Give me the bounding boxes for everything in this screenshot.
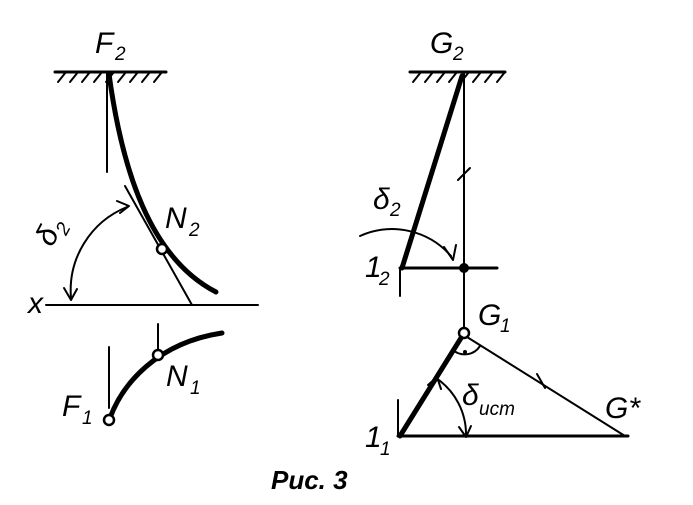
right-angle-marker bbox=[452, 345, 481, 356]
label-f1: F bbox=[62, 390, 82, 423]
label-g2: G bbox=[430, 27, 453, 60]
label-g1-sub: 1 bbox=[500, 316, 511, 337]
label-f2-sub: 2 bbox=[114, 44, 126, 65]
label-f2: F bbox=[95, 27, 115, 60]
segment-g1-gstar bbox=[466, 336, 626, 437]
segment-g2-12 bbox=[399, 73, 465, 271]
label-delta2-right: δ bbox=[373, 183, 390, 216]
label-n1-sub: 1 bbox=[190, 378, 201, 399]
right-construction: G 2 δ 2 1 2 G 1 δ ист G* 1 1 bbox=[359, 27, 641, 460]
label-g1: G bbox=[478, 299, 501, 332]
angle-arc-delta-ist bbox=[435, 377, 468, 437]
label-11: 1 bbox=[365, 421, 382, 454]
label-gstar: G* bbox=[605, 392, 641, 425]
point-g1 bbox=[457, 326, 471, 340]
label-12: 1 bbox=[365, 251, 382, 284]
figure-caption: Рис. 3 bbox=[271, 465, 348, 495]
point-intersection bbox=[459, 263, 469, 273]
label-n2: N bbox=[165, 202, 187, 235]
segment-11-g1 bbox=[397, 335, 464, 439]
label-delta-ist-sub: ист bbox=[479, 399, 515, 420]
right-support-hatching bbox=[412, 71, 506, 83]
label-12-sub: 2 bbox=[378, 269, 390, 290]
label-11-sub: 1 bbox=[380, 439, 391, 460]
equal-tick-upper bbox=[457, 167, 471, 181]
label-g2-sub: 2 bbox=[452, 44, 464, 65]
angle-arc-delta2-right bbox=[359, 228, 452, 257]
curve-f2 bbox=[106, 71, 219, 295]
label-delta2-left: δ 2 bbox=[29, 219, 76, 251]
point-f1 bbox=[102, 413, 116, 427]
arc-arrowhead-ist-bottom bbox=[458, 425, 472, 438]
label-n1: N bbox=[166, 360, 188, 393]
angle-arc-delta2-left bbox=[69, 206, 128, 299]
arc-arrowhead-right bbox=[443, 244, 457, 261]
right-angle-dot bbox=[463, 350, 467, 354]
arc-arrowhead-lower bbox=[63, 287, 78, 301]
left-construction: F 2 N 2 x N 1 F 1 δ 2 bbox=[26, 27, 259, 429]
equal-tick-lower bbox=[536, 373, 546, 389]
label-x: x bbox=[26, 287, 44, 320]
label-n2-sub: 2 bbox=[188, 220, 200, 241]
arc-arrowhead-upper bbox=[116, 200, 130, 214]
point-n1 bbox=[151, 348, 165, 362]
label-delta-ist: δ bbox=[462, 379, 479, 412]
point-n2 bbox=[155, 242, 169, 256]
label-delta2-right-sub: 2 bbox=[389, 200, 401, 221]
label-f1-sub: 1 bbox=[82, 408, 93, 429]
curve-f1 bbox=[107, 330, 225, 421]
arc-arrowhead-ist bbox=[427, 376, 442, 390]
